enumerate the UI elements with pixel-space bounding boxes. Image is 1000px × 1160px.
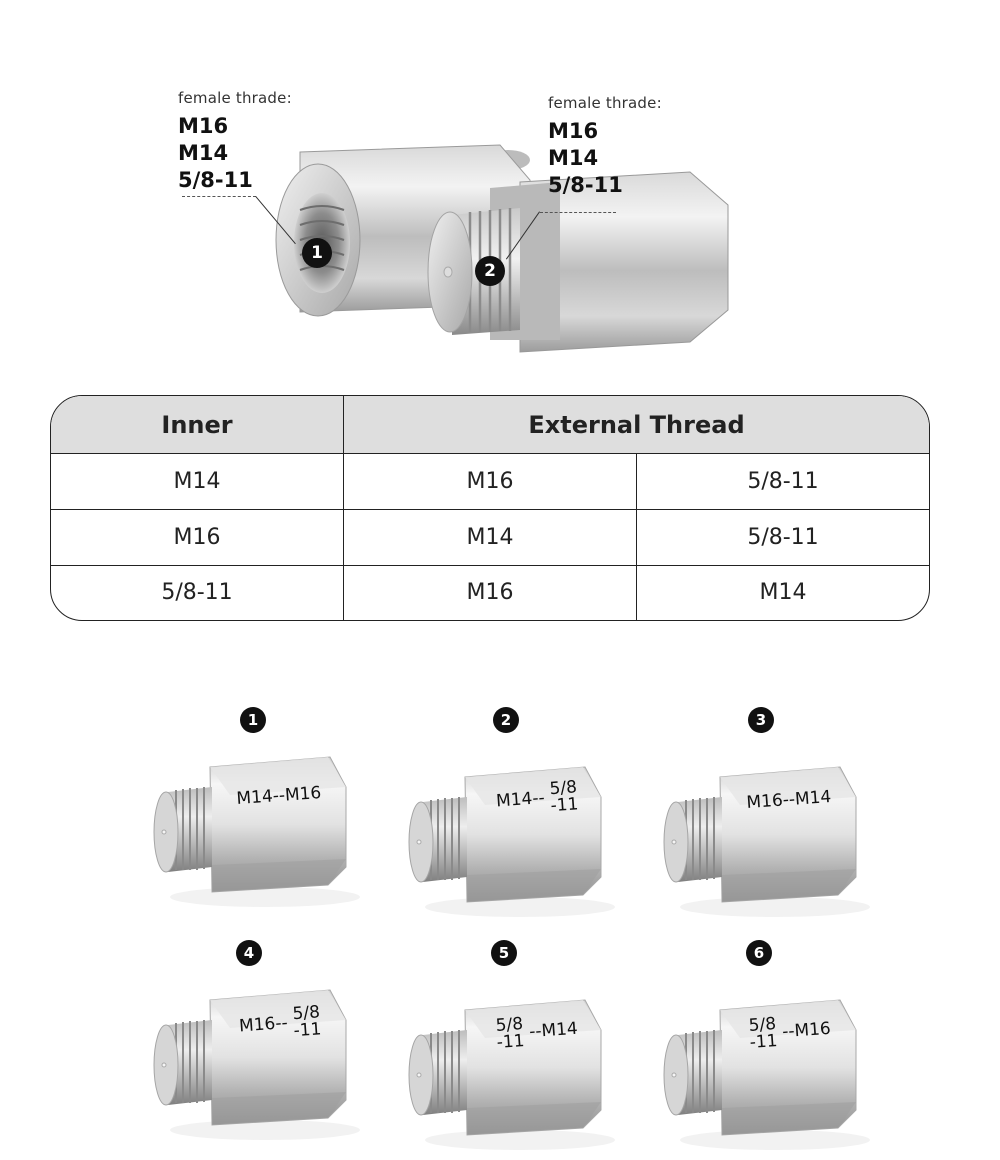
table-row: M14 M16 5/8-11 [51, 453, 929, 510]
variant-number-5: 5 [491, 940, 517, 966]
variant-number-1: 1 [240, 707, 266, 733]
table-cell-inner: M16 [51, 509, 344, 565]
thread-spec-table: Inner External Thread M14 M16 5/8-11 M16… [50, 395, 930, 621]
adapter-image [663, 766, 871, 918]
table-cell-inner: M14 [51, 453, 344, 509]
label-text: M16-- [238, 1013, 289, 1037]
variant-card-4: 4 M16-- 5/8 -11 [150, 938, 390, 1141]
label-text: --M16 [781, 1018, 832, 1043]
variant-label-6: 5/8 -11 --M16 [748, 1012, 832, 1053]
hero-marker-1: 1 [302, 238, 332, 268]
hero-right-dashline [540, 212, 616, 213]
variant-label-5: 5/8 -11 --M14 [495, 1012, 579, 1053]
variant-card-1: 1 M14--M16 [150, 705, 390, 908]
variant-card-3: 3 M16--M14 [660, 705, 900, 918]
variant-label-2: M14-- 5/8 -11 [495, 777, 580, 819]
table-cell-external-1: M16 [344, 453, 637, 509]
table-cell-external-2: M14 [759, 580, 807, 605]
hero-right-size-1: M16 [548, 119, 599, 143]
hero-right-label: female thrade: M16 M14 5/8-11 [548, 94, 662, 199]
table-cell-external-1: M16 [344, 565, 637, 620]
adapter-image [408, 766, 616, 918]
table-cell-external-2: 5/8-11 [747, 468, 819, 494]
hero-right-size-2: M14 [548, 146, 599, 170]
hero-marker-2: 2 [475, 256, 505, 286]
adapter-image [153, 989, 361, 1141]
hero-left-size-1: M16 [178, 114, 229, 138]
hero-left-size-2: M14 [178, 141, 229, 165]
hero-left-dashline [182, 196, 256, 197]
label-fraction-bottom: -11 [496, 1031, 526, 1053]
label-fraction-bottom: -11 [749, 1031, 779, 1053]
hero-right-size-3: 5/8-11 [548, 173, 623, 197]
hero-left-size-3: 5/8-11 [178, 168, 253, 192]
hero-adapters-image [275, 144, 729, 353]
variant-card-6: 6 5/8 -11 --M16 [660, 938, 900, 1151]
adapter-image [153, 756, 361, 908]
table-cell-external-1: M14 [344, 509, 637, 565]
variant-number-3: 3 [748, 707, 774, 733]
right-adapter [427, 171, 729, 353]
variant-label-4: M16-- 5/8 -11 [238, 1002, 323, 1044]
table-header-row: Inner External Thread [51, 396, 929, 454]
table-cell-inner: 5/8-11 [51, 565, 344, 620]
label-fraction-bottom: -11 [549, 794, 580, 817]
variant-card-2: 2 M14-- 5/8 -11 [405, 705, 645, 918]
table-cell-external-2: 5/8-11 [747, 524, 819, 550]
table-row: M16 M14 5/8-11 [51, 509, 929, 566]
hero-right-caption: female thrade: [548, 94, 662, 112]
variant-card-5: 5 5/8 -11 --M14 [405, 938, 645, 1151]
label-text: M14-- [495, 788, 546, 812]
hero-left-label: female thrade: M16 M14 5/8-11 [178, 89, 292, 194]
header-external-thread: External Thread [528, 410, 745, 439]
table-row: 5/8-11 M16 M14 [51, 565, 929, 620]
variant-number-2: 2 [493, 707, 519, 733]
variant-number-4: 4 [236, 940, 262, 966]
label-text: --M14 [528, 1018, 579, 1043]
adapter-image [408, 999, 616, 1151]
header-inner: Inner [51, 396, 344, 453]
label-fraction-bottom: -11 [292, 1019, 323, 1042]
hero-left-caption: female thrade: [178, 89, 292, 107]
variant-number-6: 6 [746, 940, 772, 966]
